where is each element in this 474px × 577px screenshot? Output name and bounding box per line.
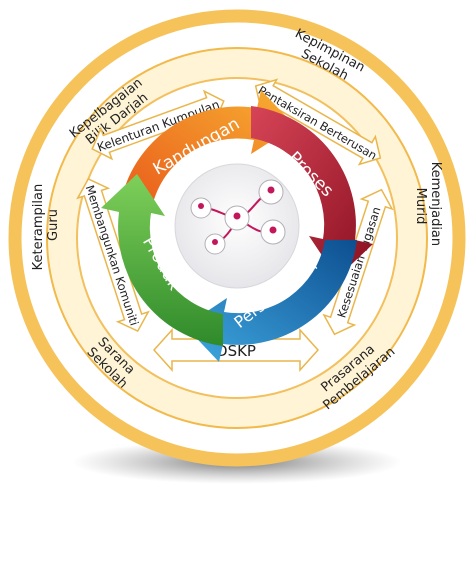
node-dot-3 <box>267 186 275 194</box>
label-keterampilan-guru: Keterampilan Guru <box>31 180 61 271</box>
cycle-produk-arc <box>101 174 223 346</box>
cycle-proses-arc <box>251 106 373 278</box>
label-kemenjadian-murid: Kemenjadian Murid <box>413 162 443 251</box>
arrow-label-dskp: DSKP <box>216 342 256 360</box>
node-dot-2 <box>233 212 241 220</box>
cycle-persekitaran-arc <box>185 240 357 362</box>
node-dot-1 <box>198 203 204 209</box>
center-node-dots <box>198 186 277 245</box>
node-dot-4 <box>269 226 277 234</box>
arrow-dskp: DSKP <box>152 328 320 372</box>
node-dot-5 <box>212 239 218 245</box>
